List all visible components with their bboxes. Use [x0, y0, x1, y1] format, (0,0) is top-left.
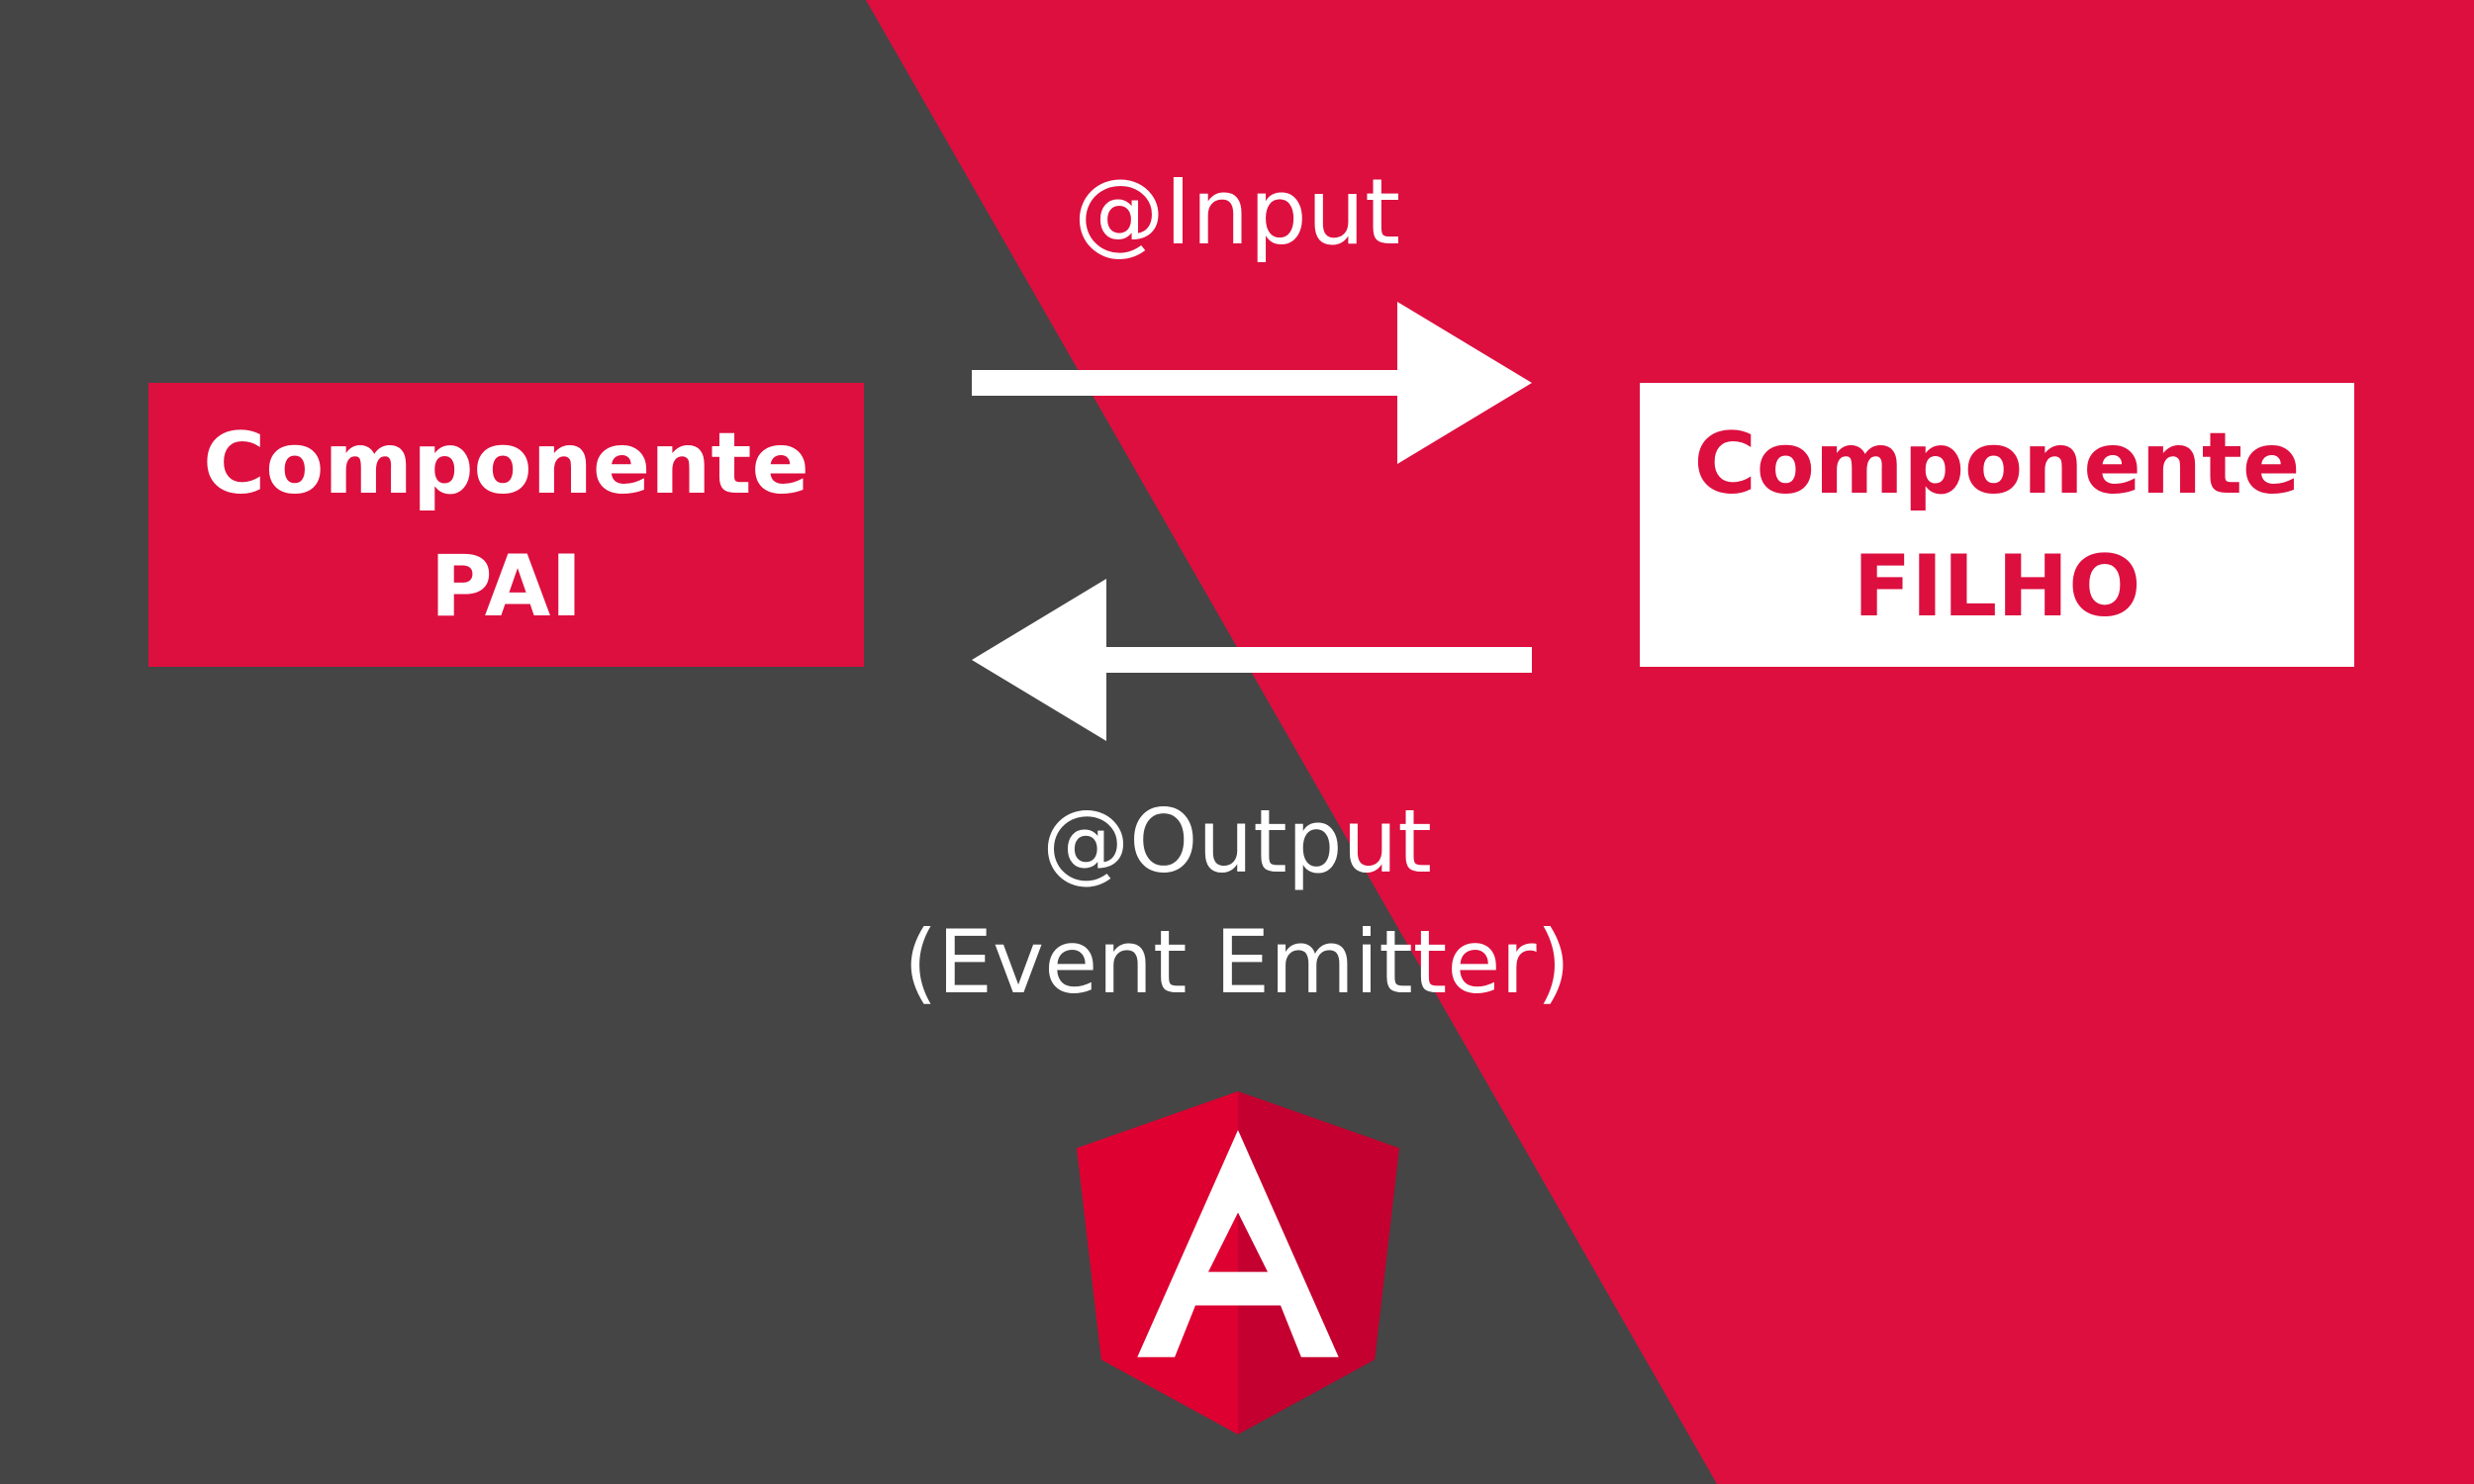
input-arrow-right — [972, 302, 1532, 464]
input-label: @Input — [1073, 159, 1401, 265]
angular-logo-left-half — [1077, 1091, 1238, 1435]
child-component-box: Componente FILHO — [1640, 383, 2354, 667]
parent-component-box: Componente PAI — [148, 383, 864, 667]
child-component-label-line2: FILHO — [1853, 536, 2141, 636]
output-label-group: @Output (Event Emitter) — [841, 782, 1633, 1023]
output-sublabel: (Event Emitter) — [904, 911, 1570, 1013]
output-arrow-left — [972, 579, 1532, 741]
angular-logo-right-half — [1238, 1091, 1399, 1435]
angular-logo-letter-a — [1137, 1130, 1339, 1357]
parent-component-label-line1: Componente — [203, 414, 809, 513]
child-component-label-line1: Componente — [1693, 414, 2301, 513]
parent-component-label-line2: PAI — [429, 536, 583, 636]
angular-logo-icon — [1077, 1091, 1399, 1435]
output-label: @Output — [1042, 790, 1432, 892]
